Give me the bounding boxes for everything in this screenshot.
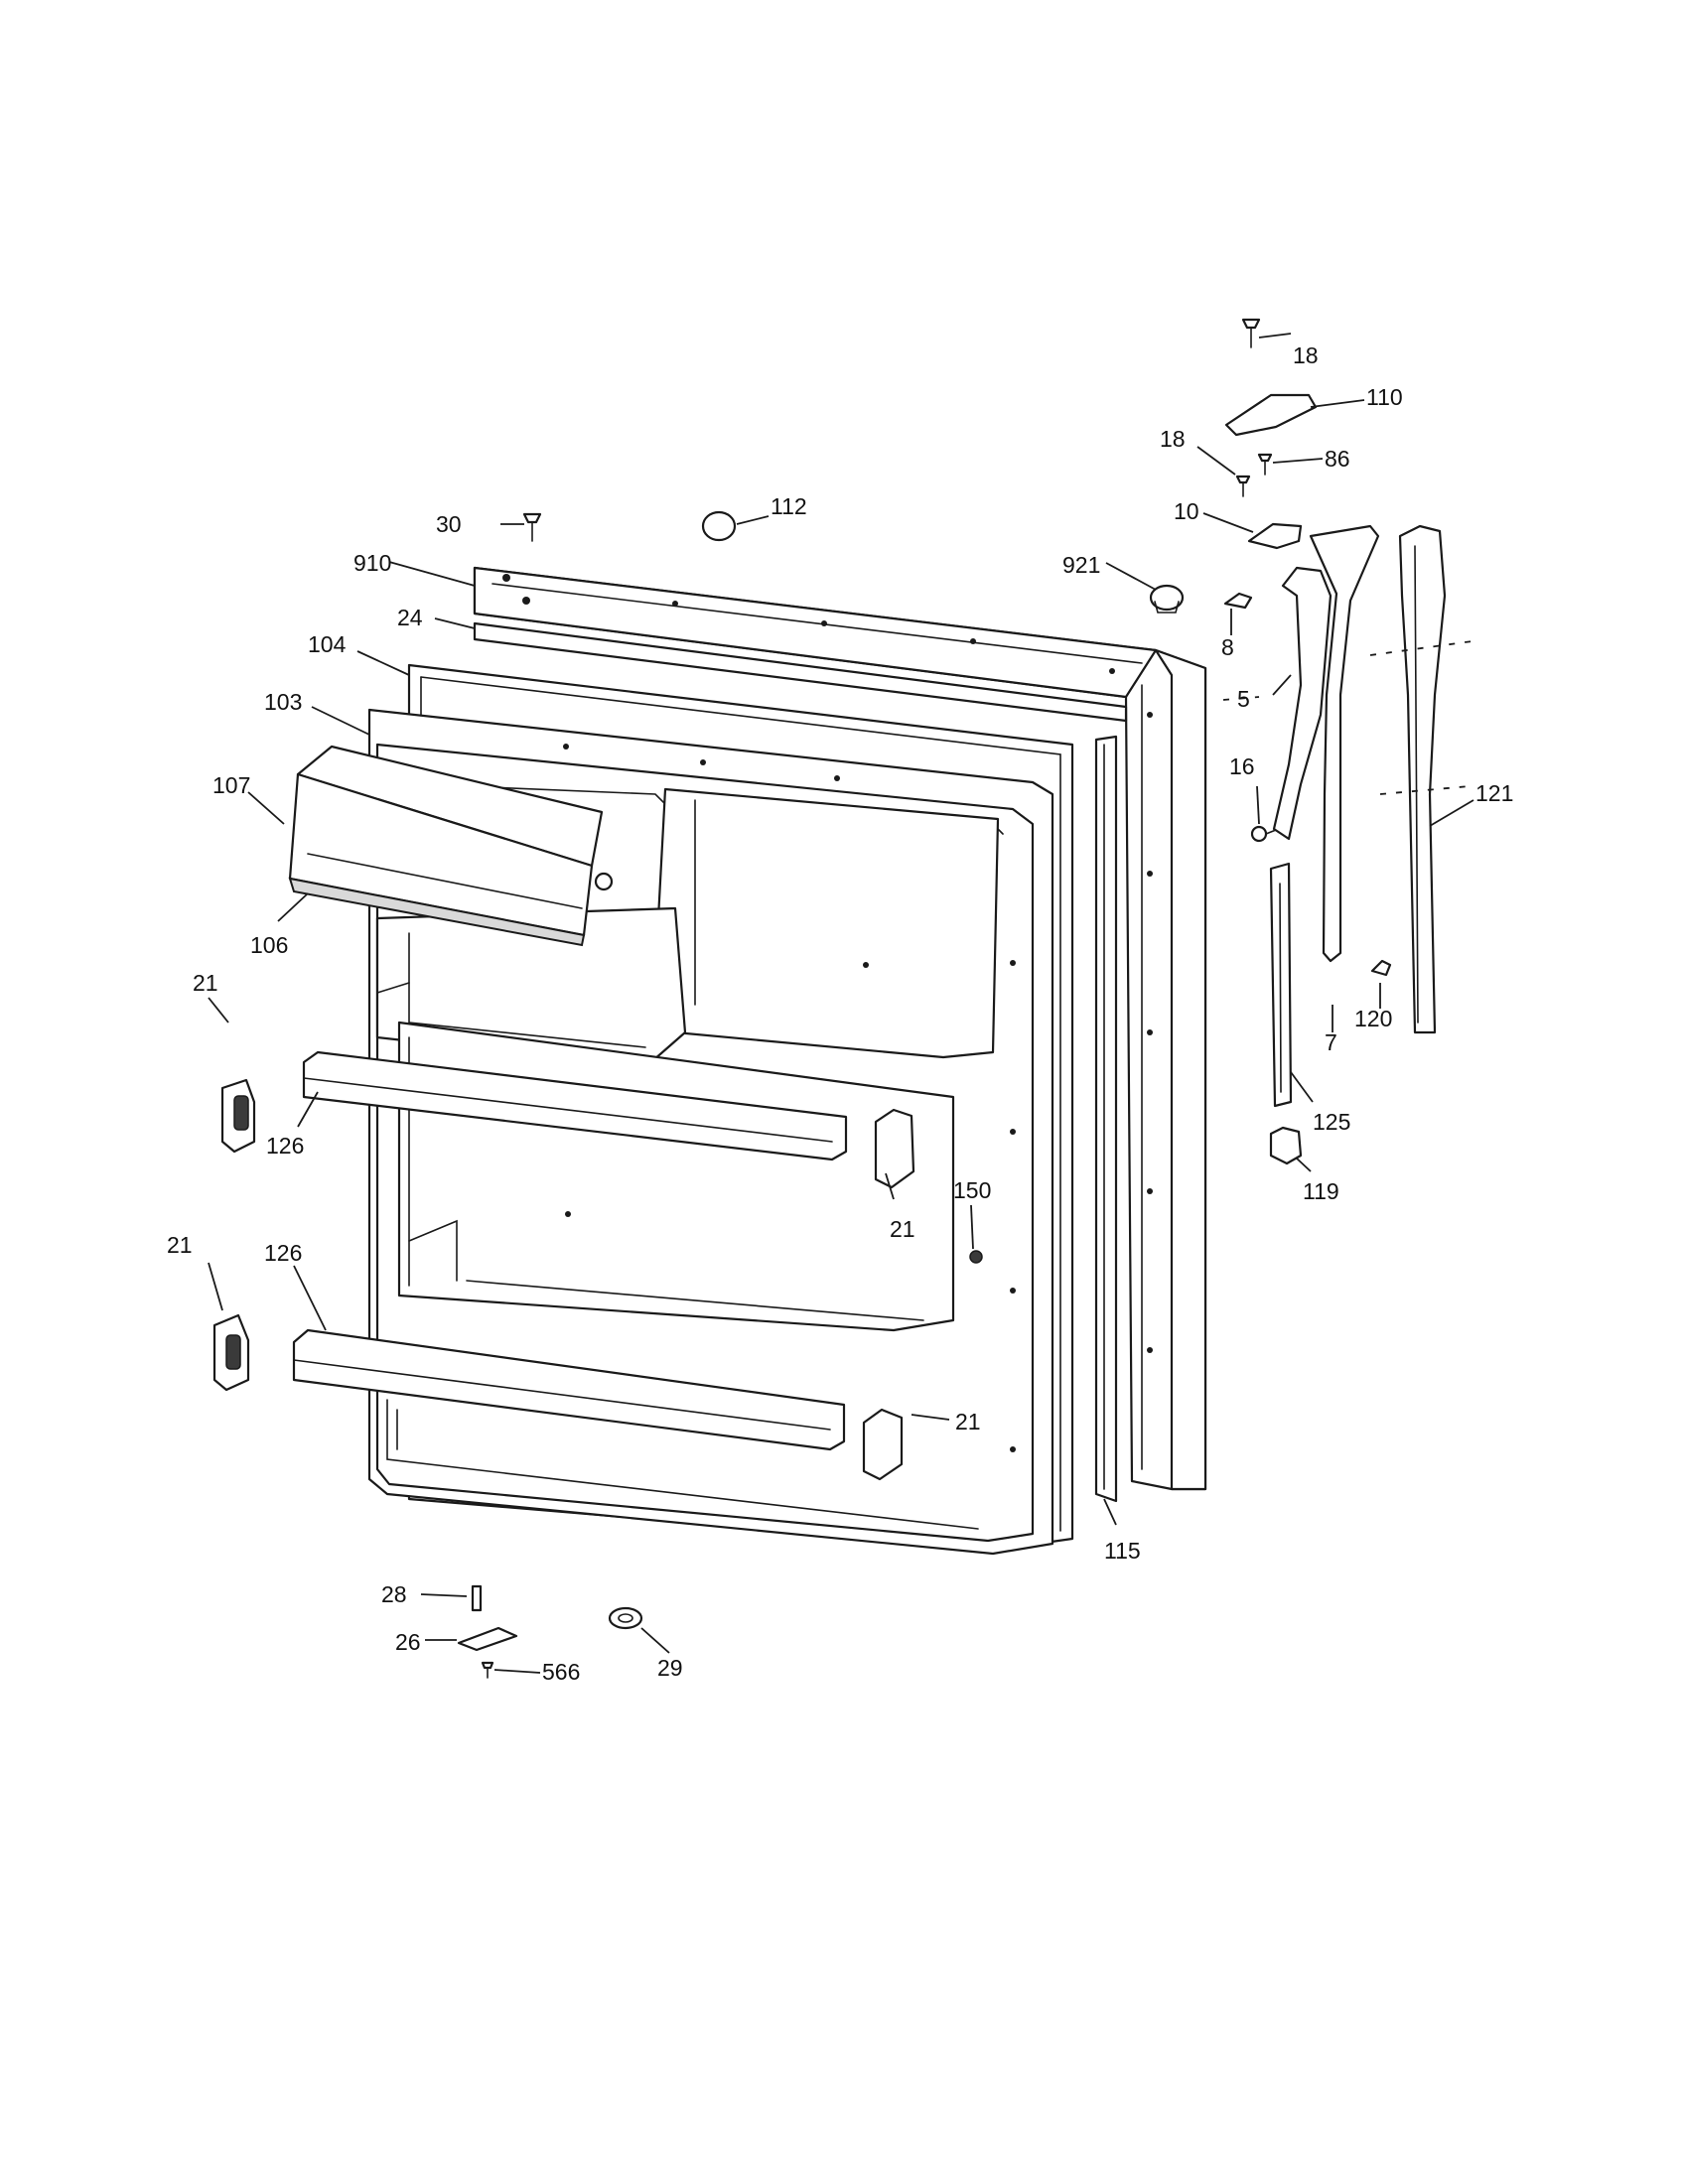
handle-bracket-125 bbox=[1269, 862, 1293, 1108]
callout-29: 29 bbox=[657, 1655, 683, 1681]
door-trim-strip bbox=[473, 621, 1128, 723]
hinge-arm-5 bbox=[1272, 566, 1333, 841]
callout-26: 26 bbox=[395, 1629, 421, 1655]
callout-7: 7 bbox=[1325, 1029, 1337, 1055]
callout-112: 112 bbox=[771, 493, 807, 519]
handle-trim-7 bbox=[1309, 524, 1380, 963]
callout-120: 120 bbox=[1354, 1006, 1392, 1031]
outer-door-panel bbox=[473, 566, 1207, 1491]
screw-16 bbox=[1250, 825, 1277, 843]
callout-103: 103 bbox=[264, 689, 302, 715]
callout-150: 150 bbox=[953, 1177, 991, 1203]
hinge-bracket-10 bbox=[1247, 522, 1303, 550]
shelf-support-left-lower bbox=[212, 1313, 250, 1392]
lower-shelf-bar bbox=[292, 1328, 846, 1451]
screw-566 bbox=[481, 1661, 494, 1679]
callout-5: 5 bbox=[1237, 686, 1250, 712]
screw-120 bbox=[1370, 959, 1392, 977]
shelf-support-right-lower bbox=[862, 1408, 904, 1481]
callout-21-right-lower: 21 bbox=[955, 1409, 981, 1434]
callout-30: 30 bbox=[436, 511, 462, 537]
door-gasket-strip bbox=[1094, 735, 1118, 1503]
callout-labels: 18 110 18 86 30 112 10 910 921 24 8 104 … bbox=[167, 342, 1513, 1685]
hinge-cover-110 bbox=[1224, 393, 1318, 437]
callout-28: 28 bbox=[381, 1581, 407, 1607]
hinge-plate-26 bbox=[457, 1626, 518, 1652]
callout-10: 10 bbox=[1174, 498, 1199, 524]
callout-21-right-upper: 21 bbox=[890, 1216, 915, 1242]
callout-18-top: 18 bbox=[1293, 342, 1319, 368]
screw-86 bbox=[1257, 453, 1273, 476]
screw-30 bbox=[522, 512, 542, 542]
callout-121: 121 bbox=[1475, 780, 1513, 806]
callout-8: 8 bbox=[1221, 634, 1234, 660]
bushing-29 bbox=[608, 1606, 643, 1630]
shelf-support-right-upper bbox=[874, 1108, 915, 1189]
callout-126-upper: 126 bbox=[266, 1133, 304, 1159]
callout-18-mid: 18 bbox=[1160, 426, 1186, 452]
callout-24: 24 bbox=[397, 605, 423, 630]
clip-119 bbox=[1269, 1126, 1303, 1165]
upper-shelf-bar bbox=[302, 1050, 848, 1161]
screw-150 bbox=[969, 1250, 983, 1264]
callout-110: 110 bbox=[1366, 384, 1403, 410]
callout-910: 910 bbox=[353, 550, 391, 576]
handle-121 bbox=[1398, 524, 1447, 1034]
plug-921 bbox=[1149, 584, 1185, 614]
callout-104: 104 bbox=[308, 631, 347, 657]
callout-125: 125 bbox=[1313, 1109, 1350, 1135]
dairy-compartment-door bbox=[288, 745, 614, 947]
callout-566: 566 bbox=[542, 1659, 580, 1685]
callout-16: 16 bbox=[1229, 753, 1255, 779]
shelf-support-left-upper bbox=[220, 1078, 256, 1154]
screw-18-top bbox=[1241, 318, 1261, 348]
callout-21-left-upper: 21 bbox=[193, 970, 218, 996]
cap-112 bbox=[701, 510, 737, 542]
callout-115: 115 bbox=[1104, 1538, 1141, 1564]
callout-126-lower: 126 bbox=[264, 1240, 302, 1266]
pin-28 bbox=[471, 1584, 483, 1612]
screw-18-mid bbox=[1235, 475, 1251, 497]
callout-921: 921 bbox=[1062, 552, 1100, 578]
callout-107: 107 bbox=[212, 772, 250, 798]
callout-106: 106 bbox=[250, 932, 288, 958]
callout-86: 86 bbox=[1325, 446, 1350, 472]
callout-119: 119 bbox=[1303, 1178, 1339, 1204]
hinge-pin-8 bbox=[1223, 592, 1253, 610]
leader-lines bbox=[208, 333, 1474, 1674]
callout-21-left-lower: 21 bbox=[167, 1232, 193, 1258]
